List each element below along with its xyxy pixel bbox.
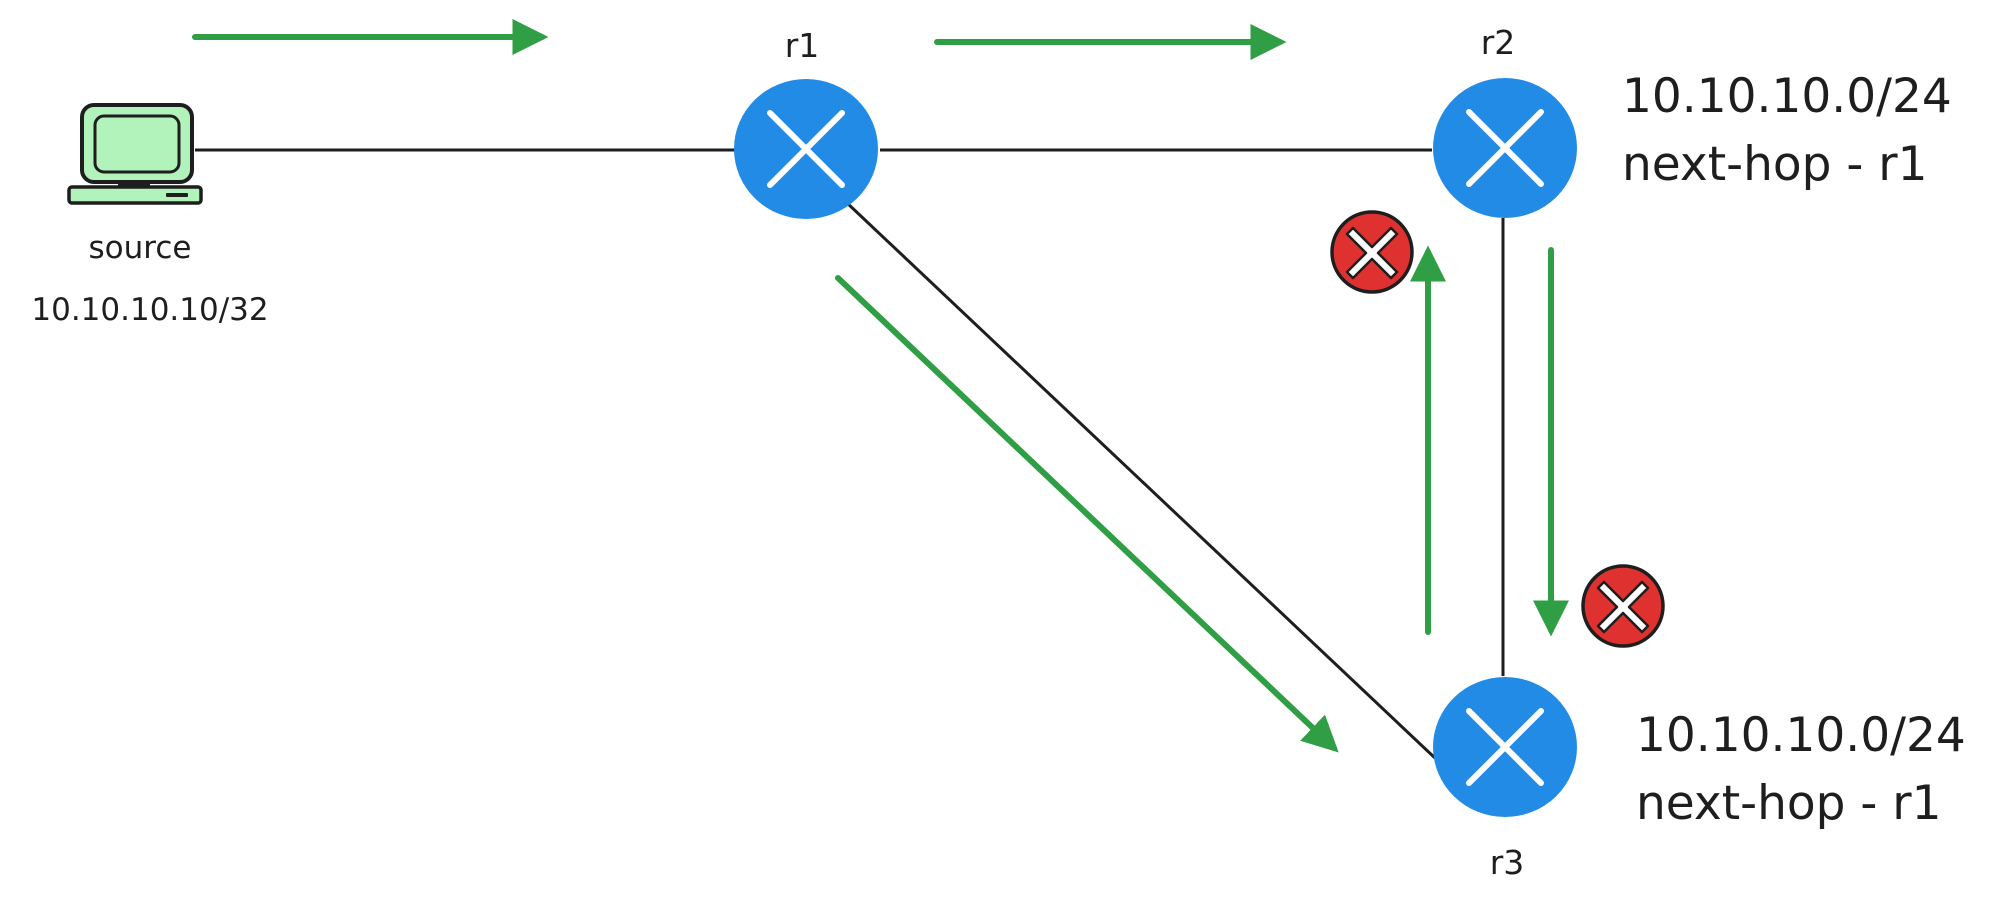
blocked-icon — [1330, 210, 1414, 294]
link-r1-r3 — [844, 200, 1437, 760]
links — [195, 148, 1505, 760]
router-r2-label: r2 — [1481, 23, 1516, 62]
router-icon — [734, 79, 878, 219]
flow-arrow-r1-r3 — [835, 275, 1339, 753]
source-label: source — [89, 230, 192, 266]
blocked-icon — [1581, 564, 1665, 648]
source-address: 10.10.10.10/32 — [31, 292, 268, 328]
traffic-flows — [192, 19, 1569, 753]
r3-route-next-hop: next-hop - r1 — [1636, 776, 1942, 831]
router-r3: r3 10.10.10.0/24 next-hop - r1 — [1433, 677, 1966, 882]
router-icon — [1433, 677, 1577, 817]
computer-icon — [67, 103, 203, 205]
router-icon — [1433, 78, 1577, 218]
router-r1: r1 — [734, 26, 878, 219]
r3-route-prefix: 10.10.10.0/24 — [1636, 708, 1966, 763]
r2-route-next-hop: next-hop - r1 — [1622, 137, 1928, 192]
router-r3-label: r3 — [1490, 843, 1525, 882]
router-r2: r2 10.10.10.0/24 next-hop - r1 — [1433, 23, 1952, 218]
router-r1-label: r1 — [785, 26, 820, 65]
source-host: source 10.10.10.10/32 — [31, 103, 269, 328]
r2-route-prefix: 10.10.10.0/24 — [1622, 69, 1952, 124]
